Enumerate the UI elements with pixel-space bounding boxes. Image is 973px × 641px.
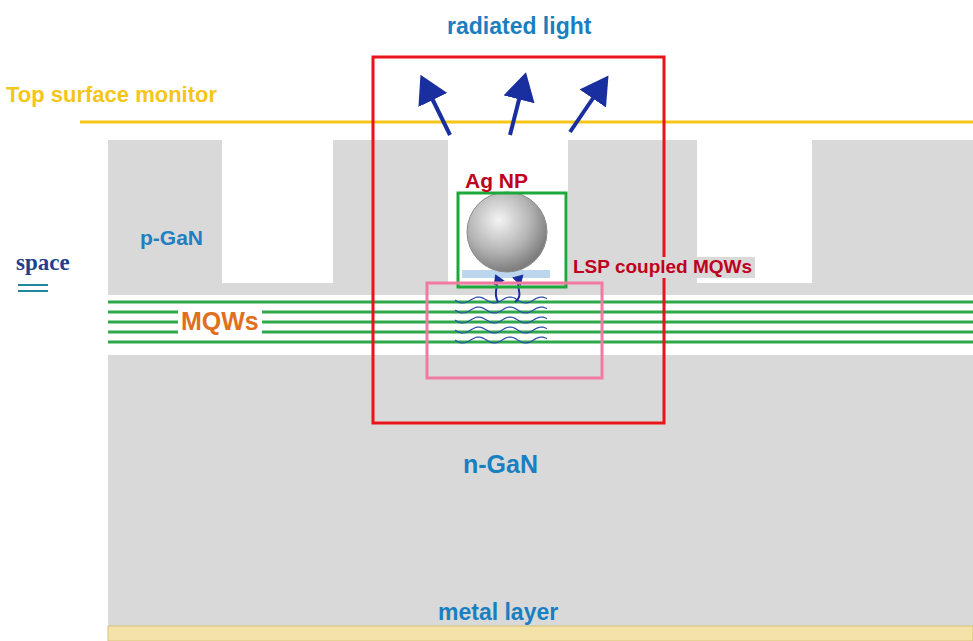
radiated-light-label: radiated light xyxy=(447,14,591,39)
lsp-label: LSP coupled MQWs xyxy=(570,257,755,278)
metal-layer-band xyxy=(108,626,973,641)
mqw-band: MQWs xyxy=(108,296,973,348)
green-np-box xyxy=(458,193,566,287)
n-gan-region: n-GaN xyxy=(108,355,973,595)
ag-np-node: Ag NP xyxy=(458,165,566,287)
layer-label: MQWs xyxy=(178,308,262,336)
space-mark xyxy=(18,290,48,292)
mqw-emission xyxy=(455,297,547,343)
ag-nanoparticle xyxy=(467,192,547,272)
p-gan-layer xyxy=(108,140,973,295)
monitor-label: Top surface monitor xyxy=(6,83,217,107)
pink-mqw-box xyxy=(427,283,602,378)
space-label: space xyxy=(16,250,70,275)
hole xyxy=(222,140,333,283)
mqw-lines xyxy=(108,302,973,342)
layer-label: n-GaN xyxy=(463,451,538,479)
layer-label: Ag NP xyxy=(465,169,528,192)
metal-layer: metal layer xyxy=(108,600,973,641)
layer-label: metal layer xyxy=(438,600,558,625)
red-region-box xyxy=(373,57,664,423)
coupling-arrow xyxy=(496,276,498,302)
coupling-arrow xyxy=(515,276,522,302)
radiated-arrow xyxy=(424,80,604,135)
space-mark xyxy=(18,284,48,286)
layer-label: p-GaN xyxy=(140,226,203,249)
monitor-line xyxy=(80,121,973,124)
hole xyxy=(448,140,568,283)
n-gan-layer xyxy=(108,355,973,627)
p-gan-region: p-GaN Ag NP xyxy=(108,140,973,295)
